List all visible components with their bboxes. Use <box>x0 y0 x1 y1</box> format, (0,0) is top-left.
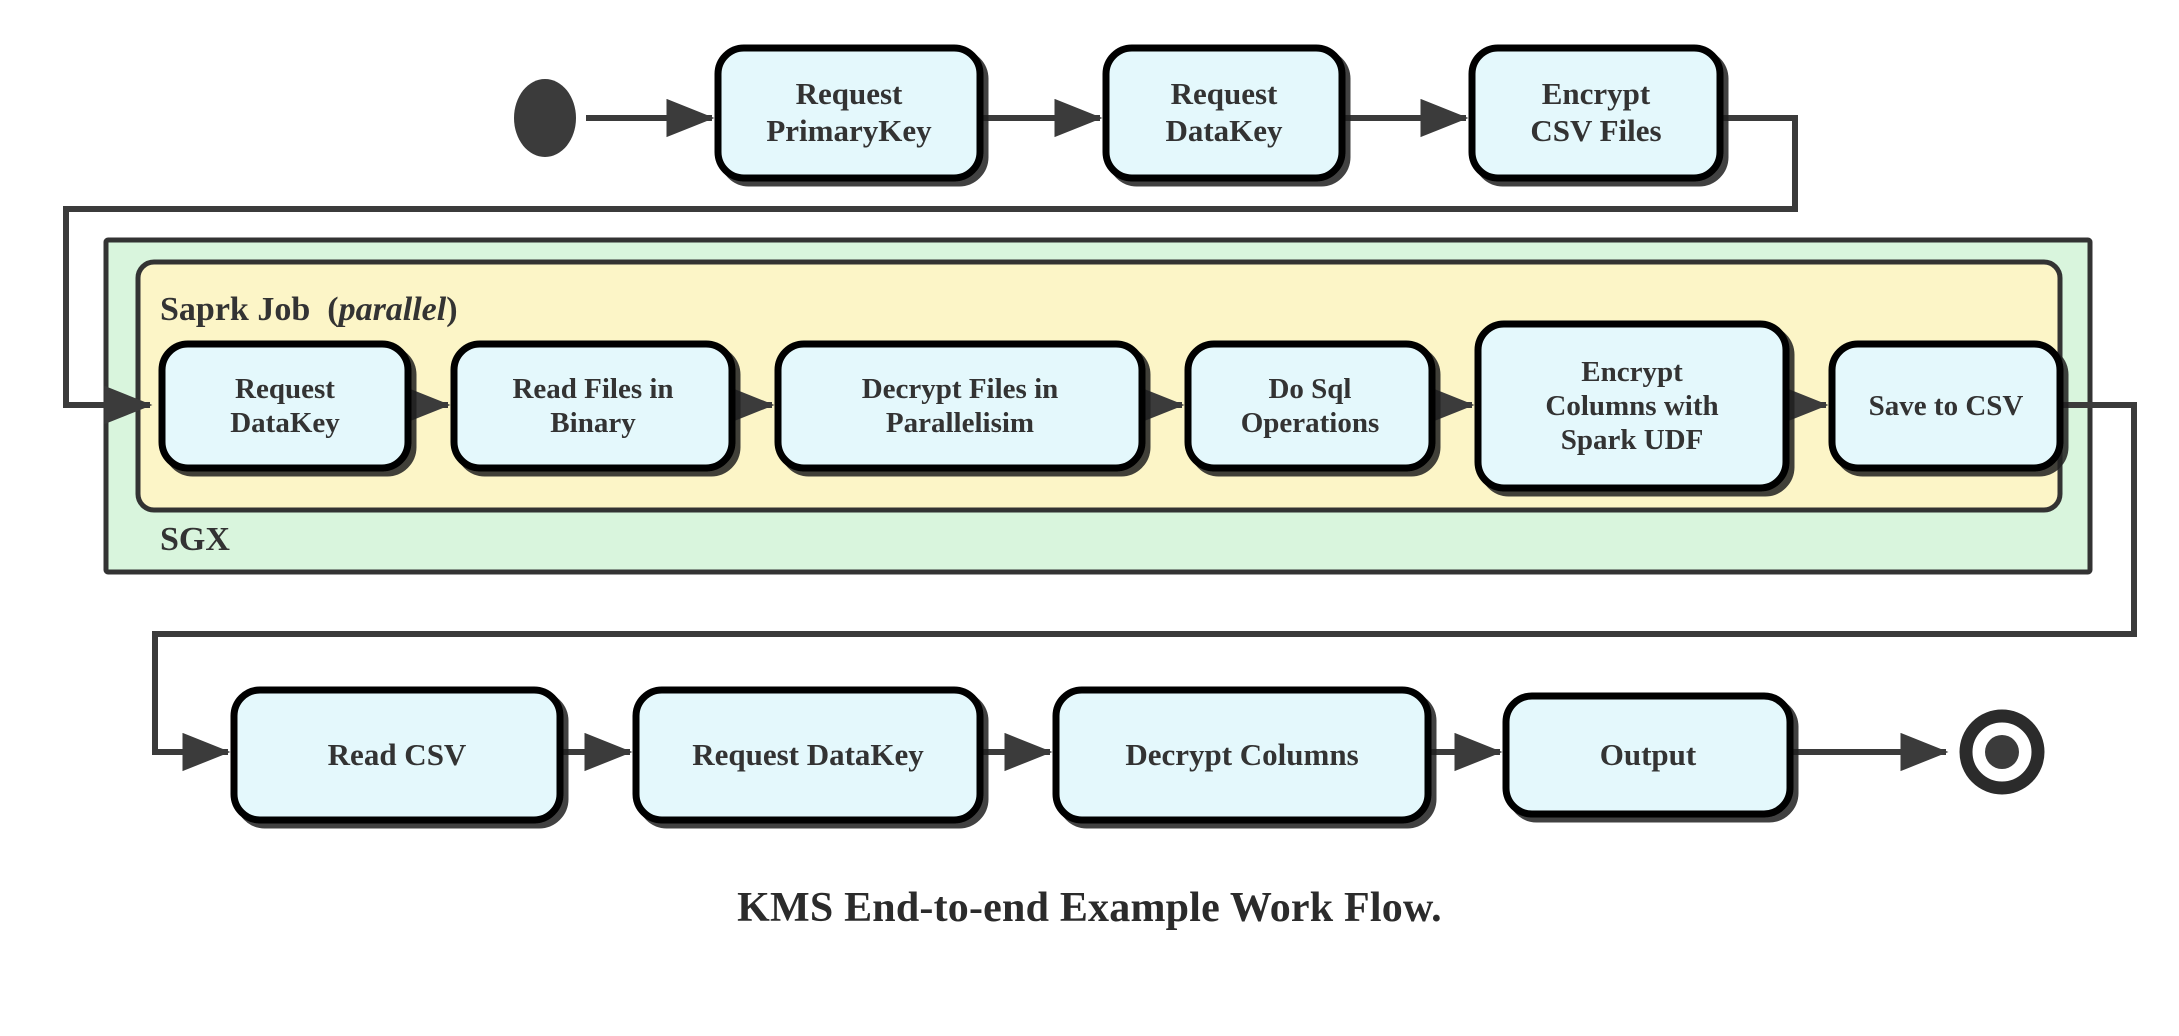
node-encrypt-csv-files[interactable] <box>1468 44 1724 182</box>
node-read-files-in-binary[interactable] <box>450 340 736 472</box>
node-request-datakey-bottom[interactable] <box>632 686 984 824</box>
figure-caption: KMS End-to-end Example Work Flow. <box>737 885 1442 931</box>
node-encrypt-columns-with-spark-udf[interactable] <box>1474 320 1790 492</box>
spark-job-label-italic: parallel <box>338 291 447 328</box>
spark-job-group-label: Saprk Job (parallel) <box>160 291 458 329</box>
node-do-sql-operations[interactable] <box>1184 340 1436 472</box>
spark-job-paren-close: ) <box>446 291 458 328</box>
node-decrypt-columns[interactable] <box>1052 686 1432 824</box>
node-request-datakey-spark[interactable] <box>158 340 412 472</box>
edge-savetocsv-to-readcsv <box>152 402 2137 772</box>
edge-encryptcsv-to-sparkdatakey <box>63 115 1798 425</box>
spark-job-label-bold: Saprk Job <box>160 291 311 328</box>
start-node-icon <box>514 79 576 157</box>
node-output[interactable] <box>1502 692 1794 818</box>
sgx-group-label: SGX <box>160 521 230 558</box>
end-node-inner-icon <box>1985 735 2019 769</box>
spark-job-paren-open: ( <box>327 291 339 328</box>
node-save-to-csv[interactable] <box>1828 340 2064 472</box>
node-decrypt-files-in-parallelisim[interactable] <box>774 340 1146 472</box>
node-request-primarykey[interactable] <box>714 44 984 182</box>
node-request-datakey-top[interactable] <box>1102 44 1346 182</box>
node-read-csv[interactable] <box>230 686 564 824</box>
